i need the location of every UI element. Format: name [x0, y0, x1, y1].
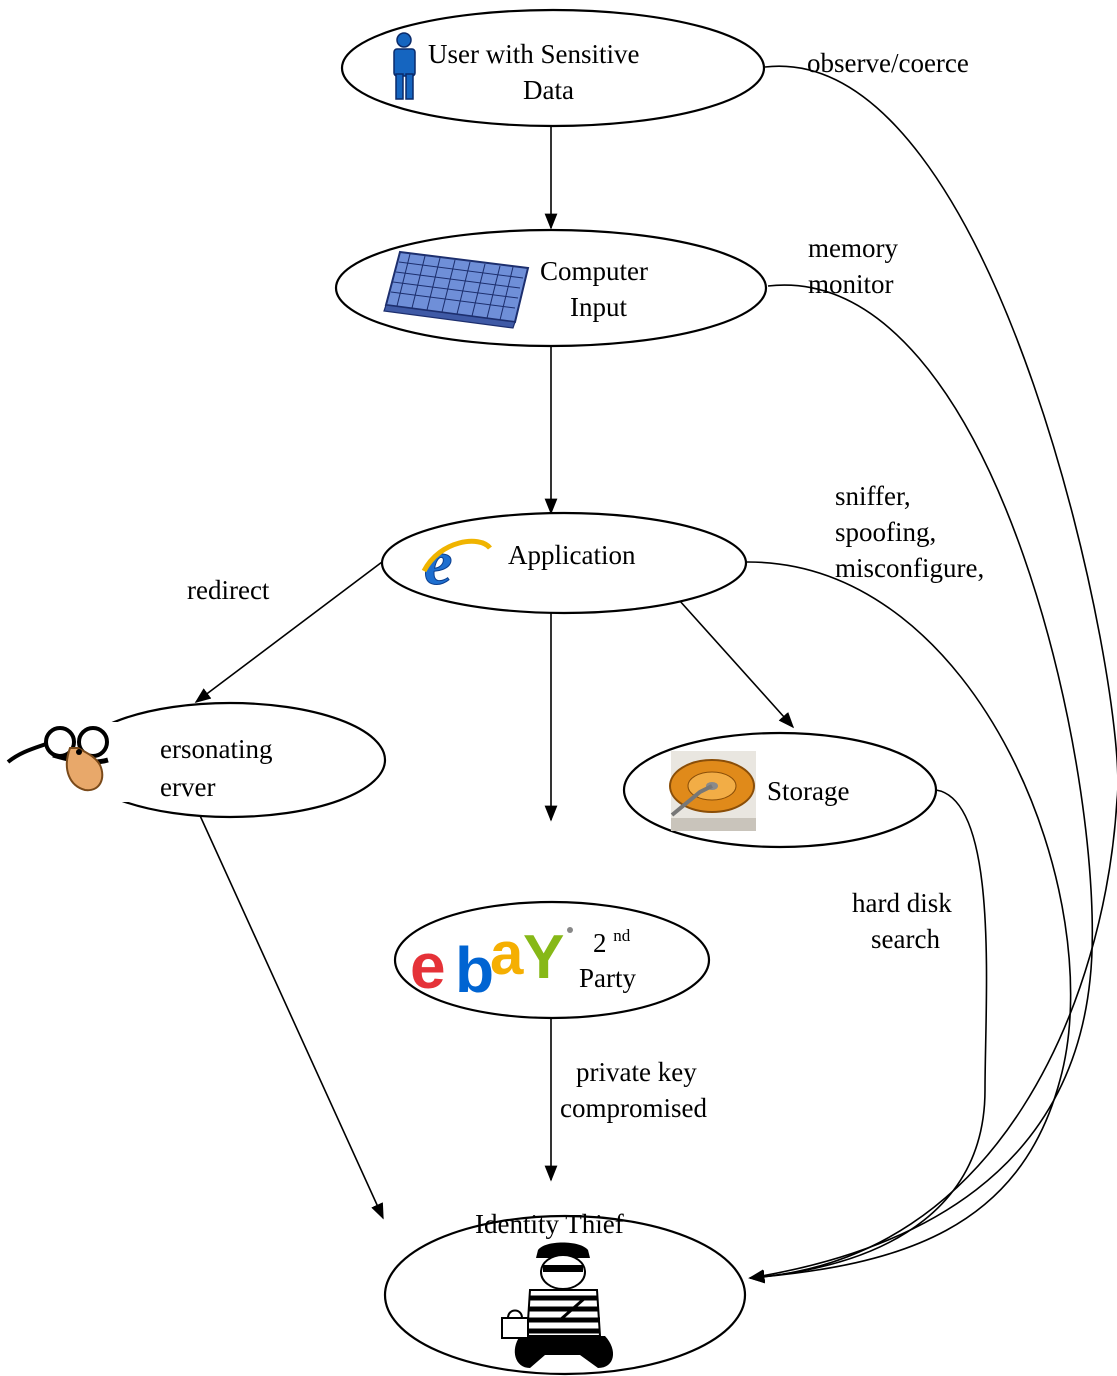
label-misconfigure: misconfigure,	[835, 553, 984, 583]
input-label-line2: Input	[570, 292, 627, 322]
user-label-line2: Data	[523, 75, 574, 105]
node-application: e Application	[380, 511, 748, 615]
application-label: Application	[508, 540, 636, 570]
edge-application-to-storage	[678, 599, 795, 729]
server-label-line1: ersonating	[160, 734, 272, 764]
label-private-key: private key	[576, 1057, 697, 1087]
svg-text:Y: Y	[523, 923, 564, 992]
label-hard-disk: hard disk	[852, 888, 952, 918]
thief-label: Identity Thief	[475, 1209, 624, 1239]
edge-server-to-thief	[191, 797, 384, 1220]
node-second-party: e b a Y 2 nd Party	[393, 900, 711, 1020]
party-label-sup: nd	[613, 926, 631, 945]
party-label-line2: Party	[579, 963, 636, 993]
label-memory: memory	[808, 233, 898, 263]
edge-application-to-thief	[745, 561, 1072, 1284]
edges	[191, 65, 1117, 1284]
edge-storage-to-thief	[748, 789, 988, 1284]
person-icon	[393, 32, 416, 100]
label-sniffer: sniffer,	[835, 481, 911, 511]
svg-text:e: e	[410, 930, 444, 1002]
node-identity-thief: Identity Thief	[383, 1209, 747, 1376]
node-computer-input: Computer Input	[334, 228, 768, 348]
storage-label: Storage	[767, 776, 849, 806]
node-storage: Storage	[622, 731, 938, 849]
label-search: search	[871, 924, 940, 954]
user-label-line1: User with Sensitive	[428, 39, 639, 69]
node-user: User with Sensitive Data	[340, 8, 766, 128]
label-compromised: compromised	[560, 1093, 707, 1123]
edge-user-to-thief	[748, 65, 1117, 1284]
ie-browser-icon: e	[421, 527, 492, 599]
keyboard-icon	[383, 250, 530, 329]
svg-text:b: b	[455, 934, 492, 1006]
edge-application-to-server	[194, 561, 383, 703]
edge-input-to-thief	[748, 284, 1094, 1282]
node-impersonating-server: ersonating erver	[0, 701, 387, 819]
label-spoofing: spoofing,	[835, 517, 936, 547]
disguise-glasses-icon	[6, 726, 109, 792]
hard-disk-icon	[669, 751, 756, 831]
edge-labels: observe/coerce memory monitor sniffer, s…	[187, 48, 984, 1123]
burglar-icon	[501, 1242, 614, 1368]
label-observe-coerce: observe/coerce	[807, 48, 969, 78]
input-label-line1: Computer	[540, 256, 648, 286]
server-label-line2: erver	[160, 772, 215, 802]
party-label-line1: 2 nd	[593, 926, 631, 958]
party-label-base: 2	[593, 928, 607, 958]
label-redirect: redirect	[187, 575, 270, 605]
label-monitor: monitor	[808, 269, 894, 299]
